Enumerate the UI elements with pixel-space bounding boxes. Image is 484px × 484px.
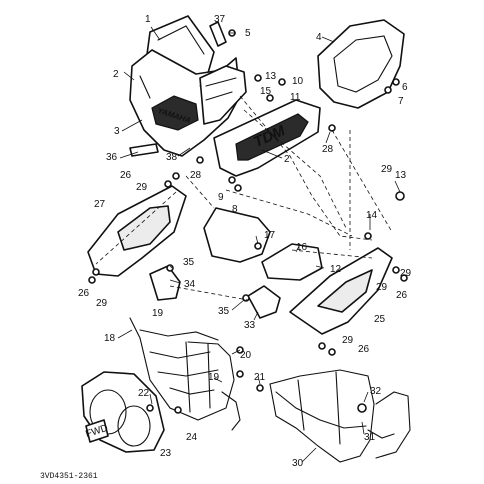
callout-26-lower-left: 26 (78, 288, 90, 299)
callout-10: 10 (292, 76, 304, 87)
callout-7: 7 (398, 96, 404, 107)
callout-26-bottom: 26 (358, 344, 370, 355)
callout-1: 1 (145, 14, 151, 25)
callout-15: 15 (260, 86, 272, 97)
callout-4: 4 (316, 32, 322, 43)
headlight-stay-frame (129, 317, 241, 431)
callout-18: 18 (104, 333, 116, 344)
callout-26-left: 26 (120, 170, 132, 181)
callout-28-mid: 28 (190, 170, 202, 181)
callout-21: 21 (254, 372, 266, 383)
fasteners (88, 29, 408, 414)
callout-25: 25 (374, 314, 386, 325)
top-visor (317, 19, 405, 109)
inner-bracket (199, 21, 247, 125)
headlight-cover: FWD (81, 371, 165, 453)
callout-5: 5 (245, 28, 251, 39)
callout-11: 11 (290, 92, 301, 103)
callout-29-lower-left: 29 (96, 298, 108, 309)
callout-19-lower: 19 (208, 372, 220, 383)
callout-26-lower-right: 26 (396, 290, 408, 301)
left-side-cowl (87, 185, 187, 277)
callout-30: 30 (292, 458, 304, 469)
right-side-cowl (289, 247, 393, 335)
callout-17: 17 (264, 230, 276, 241)
callout-16: 16 (296, 242, 308, 253)
callout-29-right: 29 (381, 164, 393, 175)
leader-lines (117, 26, 401, 463)
callout-12: 12 (330, 264, 342, 275)
callout-29-left: 29 (136, 182, 148, 193)
callout-28-top: 28 (322, 144, 334, 155)
callout-19-upper: 19 (152, 308, 164, 319)
callout-38: 38 (166, 152, 178, 163)
callout-29-far-right: 29 (400, 268, 412, 279)
callout-29-bottom: 29 (342, 335, 354, 346)
callout-22: 22 (138, 388, 150, 399)
callout-20: 20 (240, 350, 252, 361)
callout-31: 31 (364, 432, 376, 443)
inner-panels (203, 207, 323, 281)
callout-13-right: 13 (395, 170, 407, 181)
mount-brackets (149, 265, 281, 319)
callout-34: 34 (184, 279, 196, 290)
callout-33: 33 (244, 320, 256, 331)
callout-8: 8 (232, 204, 238, 215)
callout-24: 24 (186, 432, 198, 443)
callout-13-top: 13 (265, 71, 277, 82)
diagram-code: 3VD4351-2361 (40, 472, 98, 481)
callout-32: 32 (370, 386, 382, 397)
part-callouts: 1 37 5 4 2 13 10 6 15 11 7 3 28 36 38 2 … (78, 14, 412, 469)
callout-29-lower-right: 29 (376, 282, 388, 293)
callout-6: 6 (402, 82, 408, 93)
callout-27: 27 (94, 199, 106, 210)
callout-2-upper: 2 (113, 69, 119, 80)
callout-37: 37 (214, 14, 226, 25)
callout-14: 14 (366, 210, 378, 221)
side-panel-tdm: TDM (213, 99, 321, 177)
lower-guard-frame (269, 369, 411, 463)
callout-9: 9 (218, 192, 224, 203)
callout-2-side: 2 (284, 154, 290, 165)
callout-23: 23 (160, 448, 172, 459)
callout-35-mid: 35 (218, 306, 230, 317)
assembly-lines (95, 95, 393, 301)
callout-36: 36 (106, 152, 118, 163)
callout-35-left: 35 (183, 257, 195, 268)
callout-3: 3 (114, 126, 120, 137)
